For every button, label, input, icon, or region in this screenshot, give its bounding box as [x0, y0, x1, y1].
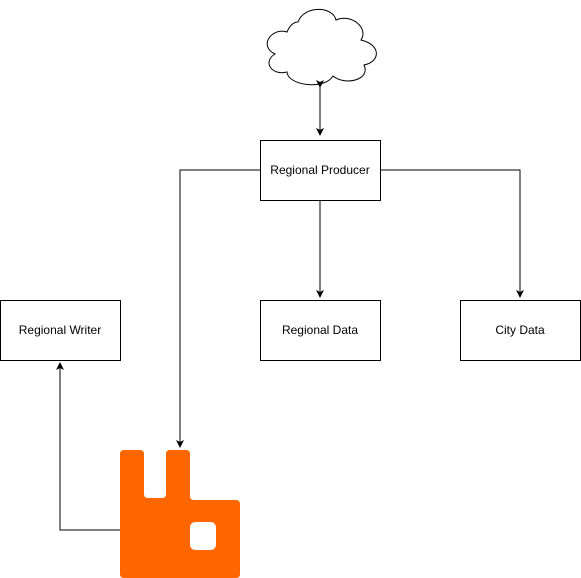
rabbitmq-logo-icon[interactable]	[120, 450, 240, 578]
queue-to-writer-connector	[56, 362, 120, 531]
regional-data-box[interactable]: Regional Data	[260, 300, 381, 361]
regional-producer-box[interactable]: Regional Producer	[260, 140, 381, 201]
regional-producer-label: Regional Producer	[270, 163, 369, 177]
producer-to-city-data-connector	[380, 169, 524, 298]
city-data-label: City Data	[495, 323, 545, 337]
cloud-icon	[266, 8, 377, 86]
city-data-box[interactable]: City Data	[460, 300, 581, 361]
regional-data-label: Regional Data	[282, 323, 358, 337]
regional-writer-box[interactable]: Regional Writer	[0, 300, 121, 361]
producer-to-queue-connector	[176, 169, 260, 448]
regional-writer-label: Regional Writer	[19, 323, 101, 337]
